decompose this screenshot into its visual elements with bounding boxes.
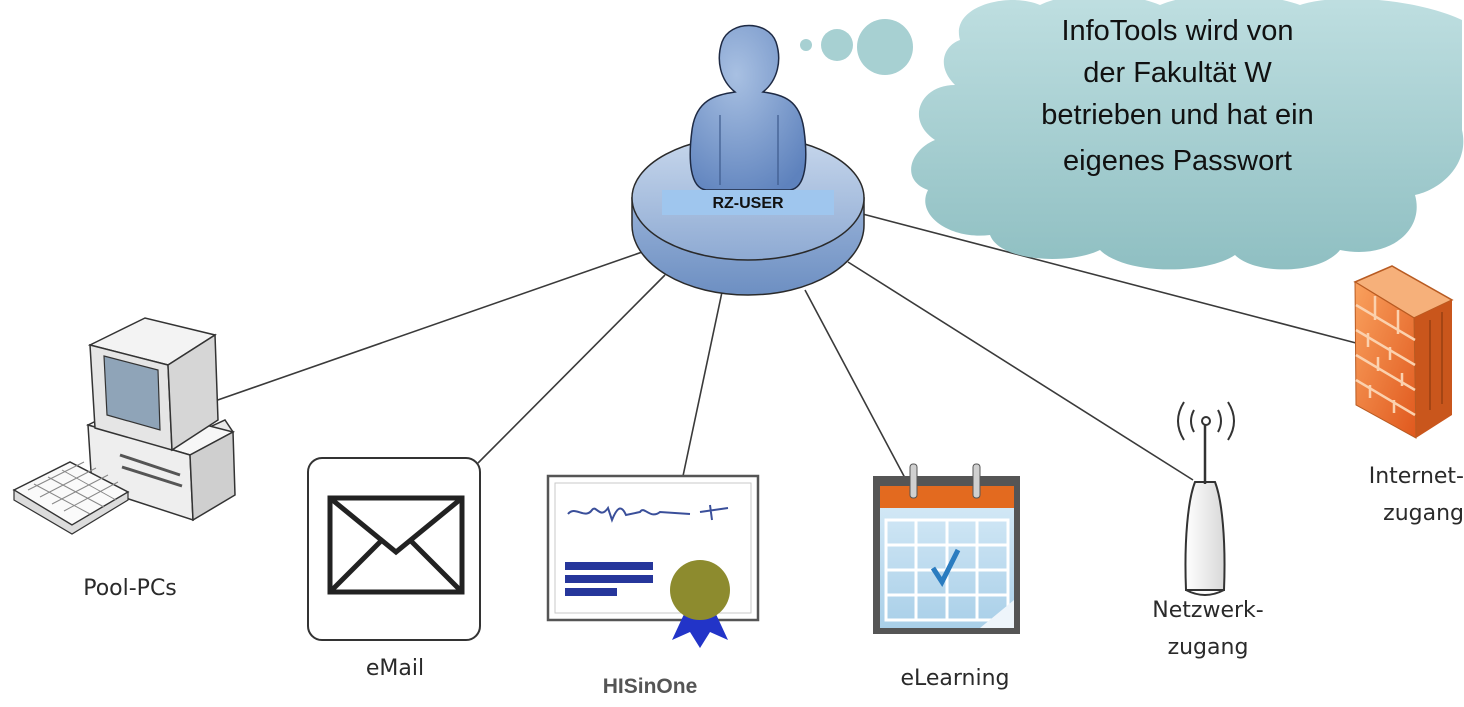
elearning-calendar-icon: [873, 463, 1020, 634]
thought-bubble-small: [800, 39, 812, 51]
connection-lines: [211, 211, 1357, 481]
link-netzwerk: [847, 261, 1194, 481]
link-internet: [854, 211, 1357, 344]
internet-label: Internet- zugang: [1322, 458, 1464, 532]
rz-user-label: RZ-USER: [712, 195, 784, 212]
email-icon: [307, 457, 481, 641]
link-pool-pcs: [211, 249, 649, 403]
pool-pcs-label: Pool-PCs: [83, 576, 177, 601]
netzwerk-label-line-1: Netzwerk-: [1152, 598, 1264, 623]
thought-line-2: der Fakultät W: [1083, 57, 1272, 89]
email-label: eMail: [365, 656, 425, 681]
rz-user-node: [631, 24, 865, 296]
thought-cloud-text: InfoTools wird von der Fakultät W betrie…: [990, 10, 1365, 182]
link-email: [477, 274, 666, 464]
thought-bubble-large: [857, 19, 913, 75]
thought-line-4: eigenes Passwort: [1063, 145, 1292, 177]
elearning-label: eLearning: [900, 666, 1010, 691]
thought-line-1: InfoTools wird von: [1061, 15, 1294, 47]
thought-line-3: betrieben und hat ein: [1041, 99, 1314, 131]
rz-user-label-bg: [662, 190, 834, 215]
internet-label-line-1: Internet-: [1368, 464, 1464, 489]
pool-pc-icon: [12, 317, 236, 535]
hisinone-label: HISinOne: [602, 675, 698, 698]
user-person-icon: [689, 24, 807, 191]
link-elearning: [804, 289, 906, 479]
firewall-icon: [1353, 265, 1454, 439]
person-arm-lines: [719, 115, 779, 185]
cloud-shape: [911, 0, 1464, 270]
thought-bubble-medium: [821, 29, 853, 61]
netzwerk-label-line-2: zugang: [1167, 635, 1249, 660]
netzwerk-label: Netzwerk- zugang: [1128, 592, 1288, 666]
network-antenna-icon: [1177, 401, 1235, 596]
internet-label-line-2: zugang: [1383, 501, 1464, 526]
hisinone-certificate-icon: [546, 474, 760, 648]
thought-cloud: [800, 0, 1464, 270]
link-hisinone: [682, 291, 723, 477]
